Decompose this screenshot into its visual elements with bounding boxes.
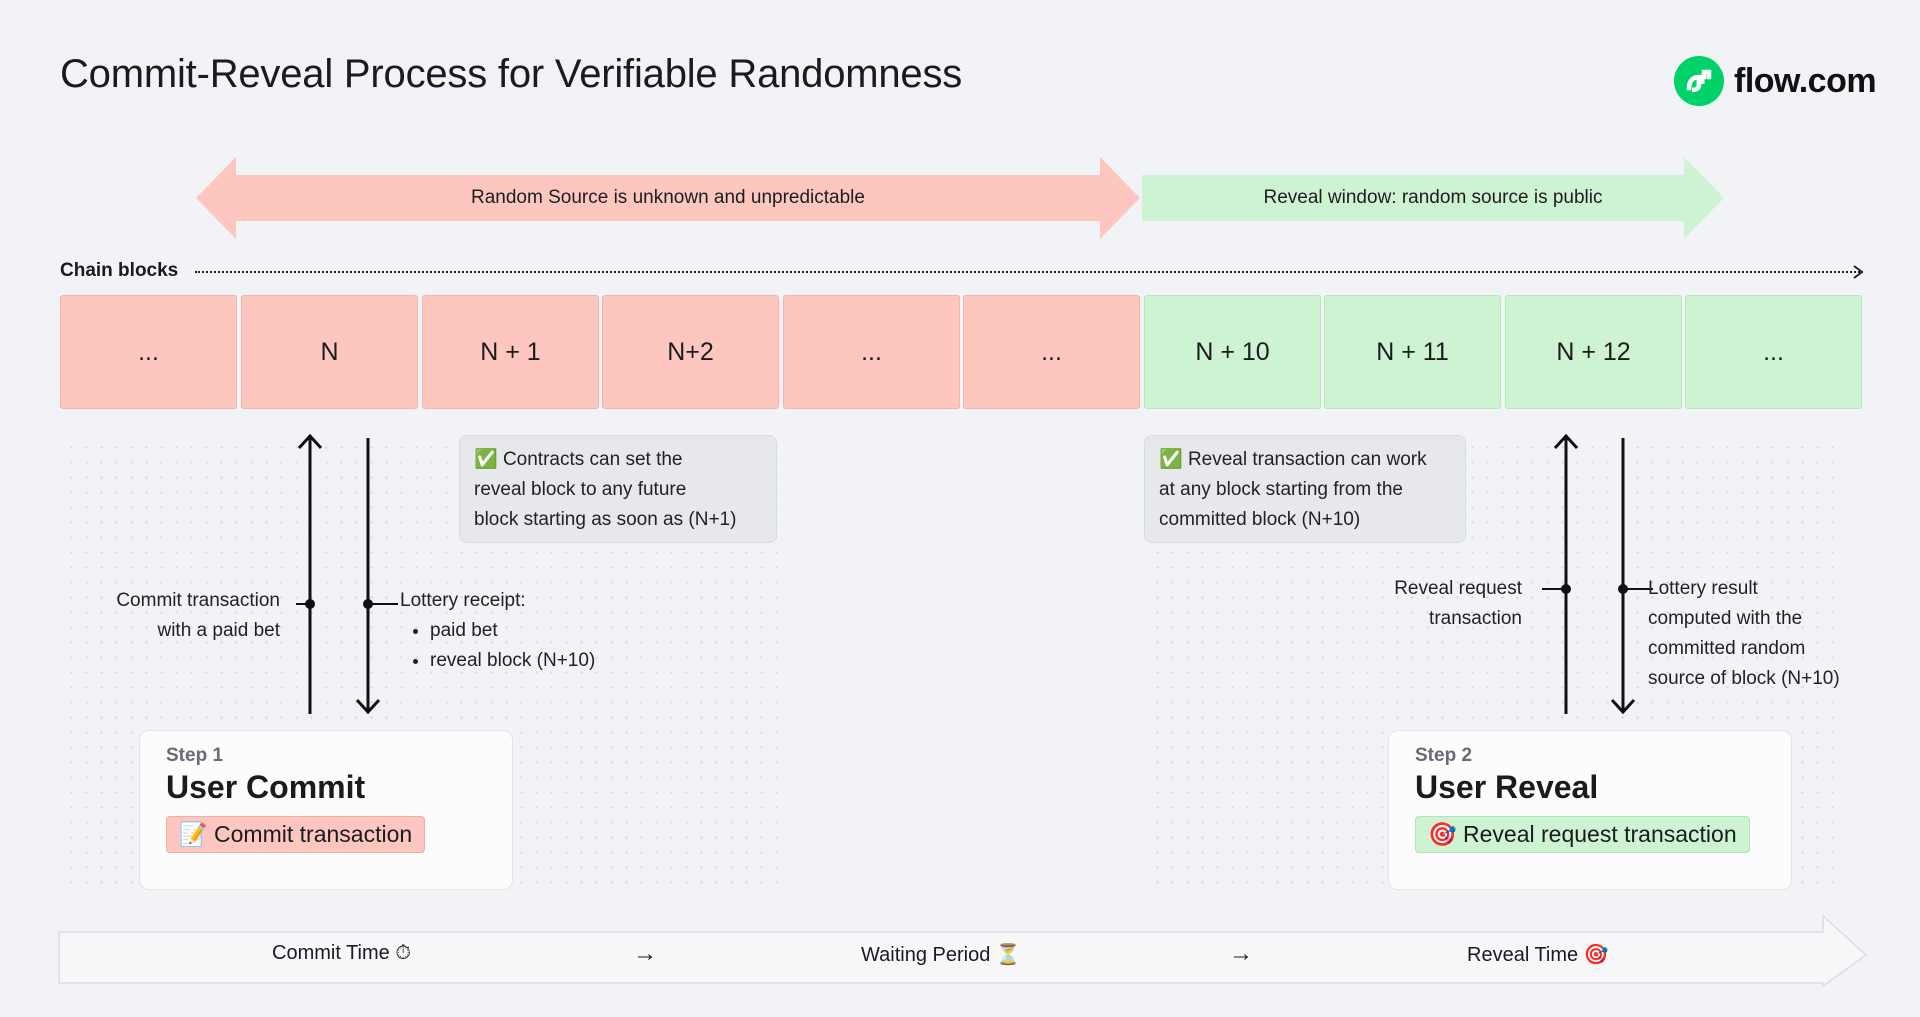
target-icon: 🎯 <box>1428 821 1457 847</box>
commit-up-arrow <box>296 433 323 714</box>
chain-arrowhead-icon <box>1853 265 1864 279</box>
phase-banner-reveal: Reveal window: random source is public <box>1142 157 1724 239</box>
pill-label: Commit transaction <box>214 821 413 847</box>
lottery-receipt-label: Lottery receipt: paid bet reveal block (… <box>400 586 700 676</box>
chain-block-4: ... <box>783 295 960 409</box>
receipt-item: reveal block (N+10) <box>430 646 700 676</box>
target-icon: 🎯 <box>1583 944 1609 966</box>
phase-label-unknown: Random Source is unknown and unpredictab… <box>471 187 865 208</box>
timeline-label: Waiting Period <box>861 944 991 966</box>
timeline-waiting-period: Waiting Period ⏳ <box>861 942 1021 967</box>
chain-block-9: ... <box>1685 295 1862 409</box>
reveal-label-line-1: Reveal request <box>1394 578 1522 599</box>
commit-label-line-1: Commit transaction <box>116 590 280 611</box>
receipt-list: paid bet reveal block (N+10) <box>400 616 700 676</box>
commit-transaction-pill[interactable]: 📝 Commit transaction <box>166 816 426 853</box>
result-line: committed random <box>1648 638 1806 659</box>
step-number: Step 2 <box>1415 745 1473 766</box>
callout-contracts: ✅ Contracts can set the reveal block to … <box>459 435 777 543</box>
step-card-reveal: Step 2 User Reveal 🎯 Reveal request tran… <box>1388 730 1792 890</box>
timeline-commit-time: Commit Time ⏱ <box>272 942 411 965</box>
result-line: computed with the <box>1648 608 1803 629</box>
callout-line: committed block (N+10) <box>1159 509 1361 530</box>
chain-block-n-plus-1: N + 1 <box>422 295 599 409</box>
callout-line: reveal block to any future <box>474 479 687 500</box>
timeline-label: Commit Time <box>272 942 390 964</box>
phase-label-reveal: Reveal window: random source is public <box>1263 187 1603 208</box>
time-phase-arrow <box>58 915 1868 987</box>
step-card-commit: Step 1 User Commit 📝 Commit transaction <box>139 730 513 890</box>
chain-block-5: ... <box>963 295 1140 409</box>
flow-logo[interactable]: flow.com <box>1674 56 1877 106</box>
logo-text: flow.com <box>1734 61 1877 100</box>
chain-block-n-plus-2: N+2 <box>602 295 779 409</box>
commit-label-line-2: with a paid bet <box>157 620 280 641</box>
result-line: Lottery result <box>1648 578 1758 599</box>
timeline-label: Reveal Time <box>1467 944 1579 966</box>
reveal-label-line-2: transaction <box>1429 608 1522 629</box>
receipt-title: Lottery receipt: <box>400 590 526 611</box>
callout-line: Contracts can set the <box>502 449 683 470</box>
reveal-request-label: Reveal request transaction <box>1330 574 1522 634</box>
callout-reveal-tx: ✅ Reveal transaction can work at any blo… <box>1144 435 1466 543</box>
phase-banner-unknown: Random Source is unknown and unpredictab… <box>196 157 1140 239</box>
chain-block-n: N <box>241 295 418 409</box>
callout-line: Reveal transaction can work <box>1187 449 1427 470</box>
timeline-arrow-icon: → <box>1229 940 1253 967</box>
commit-transaction-label: Commit transaction with a paid bet <box>90 586 280 646</box>
timeline-arrow-icon: → <box>633 940 657 967</box>
step-title: User Commit <box>166 769 366 805</box>
timeline-reveal-time: Reveal Time 🎯 <box>1467 942 1609 967</box>
stopwatch-icon: ⏱ <box>395 942 411 964</box>
chain-block-n-plus-11: N + 11 <box>1324 295 1501 409</box>
result-down-arrow <box>1610 438 1653 715</box>
chain-label: Chain blocks <box>60 260 179 281</box>
hourglass-icon: ⏳ <box>995 944 1021 966</box>
chain-block-0: ... <box>60 295 237 409</box>
page-title: Commit-Reveal Process for Verifiable Ran… <box>60 52 963 96</box>
check-icon: ✅ <box>1159 449 1183 470</box>
check-icon: ✅ <box>474 449 498 470</box>
lottery-result-label: Lottery result computed with the committ… <box>1648 574 1898 694</box>
step-number: Step 1 <box>166 745 224 766</box>
result-line: source of block (N+10) <box>1648 668 1840 689</box>
step-title: User Reveal <box>1415 769 1599 805</box>
flow-logo-icon <box>1674 56 1724 106</box>
chain-timeline-line <box>195 271 1860 273</box>
memo-icon: 📝 <box>179 821 208 847</box>
callout-line: block starting as soon as (N+1) <box>474 509 737 530</box>
chain-block-n-plus-10: N + 10 <box>1144 295 1321 409</box>
pill-label: Reveal request transaction <box>1463 821 1737 847</box>
reveal-up-arrow <box>1542 433 1579 714</box>
chain-block-n-plus-12: N + 12 <box>1505 295 1682 409</box>
receipt-down-arrow <box>355 438 398 715</box>
callout-line: at any block starting from the <box>1159 479 1403 500</box>
receipt-item: paid bet <box>430 616 700 646</box>
reveal-request-pill[interactable]: 🎯 Reveal request transaction <box>1415 816 1750 853</box>
